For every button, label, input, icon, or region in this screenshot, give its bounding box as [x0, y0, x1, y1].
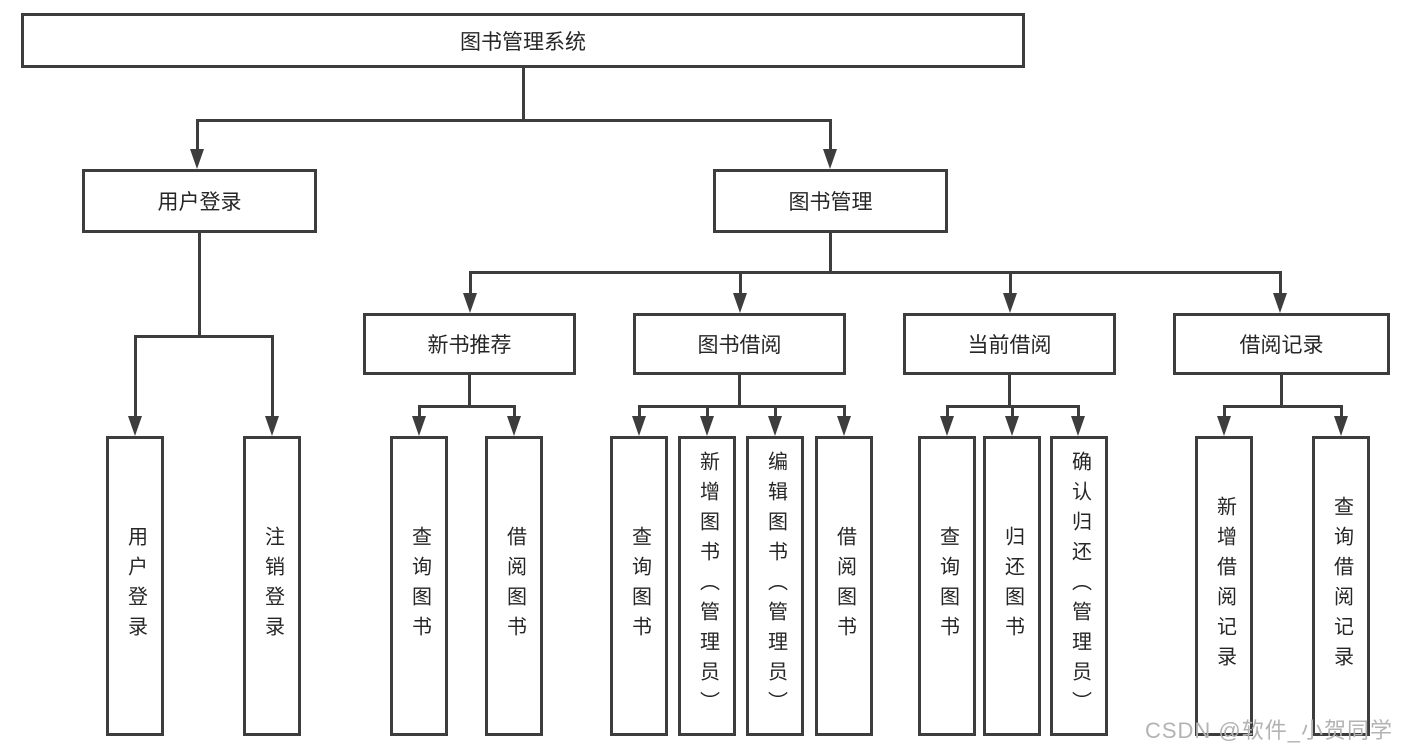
connector-line [418, 405, 421, 419]
arrow-down-icon [265, 416, 279, 436]
arrow-down-icon [1003, 293, 1017, 313]
leaf-borrow-books-1: 借阅图书 [485, 436, 543, 736]
arrow-down-icon [700, 416, 714, 436]
connector-line [469, 271, 1281, 274]
connector-line [418, 405, 515, 408]
connector-line [829, 119, 832, 153]
node-label: 图书借阅 [697, 334, 782, 357]
node-label: 用户登录 [157, 191, 242, 214]
leaf-query-books-1: 查询图书 [390, 436, 448, 736]
leaf-return-books: 归还图书 [983, 436, 1041, 736]
node-label: 图书管理系统 [460, 30, 586, 54]
arrow-down-icon [190, 149, 204, 169]
connector-line [198, 233, 201, 338]
arrow-down-icon [1334, 416, 1348, 436]
node-new-book-recommendation: 新书推荐 [363, 313, 576, 375]
node-label: 当前借阅 [967, 334, 1052, 357]
connector-line [1008, 375, 1011, 408]
connector-line [739, 271, 742, 295]
arrow-down-icon [1005, 416, 1019, 436]
connector-line [843, 405, 846, 419]
leaf-confirm-return-admin: 确认归还（管理员） [1050, 436, 1108, 736]
node-root-library-management-system: 图书管理系统 [21, 13, 1025, 68]
leaf-query-books-3: 查询图书 [918, 436, 976, 736]
node-label: 查询借阅记录 [1330, 496, 1353, 676]
leaf-add-book-admin: 新增图书（管理员） [678, 436, 736, 736]
node-user-login: 用户登录 [82, 169, 317, 233]
leaf-logout: 注销登录 [243, 436, 301, 736]
csdn-watermark: CSDN @软件_小贺同学 [1144, 718, 1393, 743]
connector-line [134, 335, 137, 419]
connector-line [1223, 405, 1226, 419]
arrow-down-icon [1273, 293, 1287, 313]
connector-line [1280, 375, 1283, 408]
connector-line [829, 233, 832, 271]
node-label: 新书推荐 [427, 334, 512, 357]
connector-line [196, 119, 832, 122]
node-label: 借阅图书 [503, 526, 526, 646]
connector-line [1279, 271, 1282, 295]
connector-line [468, 375, 471, 408]
leaf-add-borrow-record: 新增借阅记录 [1195, 436, 1253, 736]
node-book-borrowing: 图书借阅 [633, 313, 846, 375]
node-borrowing-records: 借阅记录 [1173, 313, 1390, 375]
node-book-management: 图书管理 [713, 169, 948, 233]
node-label: 借阅记录 [1239, 334, 1324, 357]
node-label: 编辑图书（管理员） [764, 451, 787, 721]
connector-line [1009, 271, 1012, 295]
node-label: 注销登录 [261, 526, 284, 646]
node-current-borrowing: 当前借阅 [903, 313, 1116, 375]
connector-line [1077, 405, 1080, 419]
connector-line [469, 271, 472, 295]
arrow-down-icon [412, 416, 426, 436]
arrow-down-icon [1217, 416, 1231, 436]
arrow-down-icon [733, 293, 747, 313]
arrow-down-icon [940, 416, 954, 436]
node-label: 确认归还（管理员） [1068, 451, 1091, 721]
leaf-borrow-books-2: 借阅图书 [815, 436, 873, 736]
arrow-down-icon [1071, 416, 1085, 436]
connector-line [196, 119, 199, 153]
arrow-down-icon [823, 149, 837, 169]
arrow-down-icon [463, 293, 477, 313]
node-label: 借阅图书 [833, 526, 856, 646]
node-label: 用户登录 [124, 526, 147, 646]
connector-line [774, 405, 777, 419]
leaf-query-borrow-record: 查询借阅记录 [1312, 436, 1370, 736]
connector-line [638, 405, 845, 408]
connector-line [706, 405, 709, 419]
arrow-down-icon [632, 416, 646, 436]
connector-line [946, 405, 949, 419]
leaf-query-books-2: 查询图书 [610, 436, 668, 736]
node-label: 查询图书 [628, 526, 651, 646]
connector-line [738, 375, 741, 408]
connector-line [513, 405, 516, 419]
node-label: 新增借阅记录 [1213, 496, 1236, 676]
node-label: 查询图书 [408, 526, 431, 646]
arrow-down-icon [768, 416, 782, 436]
node-label: 新增图书（管理员） [696, 451, 719, 721]
leaf-user-login: 用户登录 [106, 436, 164, 736]
connector-line [271, 335, 274, 419]
node-label: 归还图书 [1001, 526, 1024, 646]
connector-line [638, 405, 641, 419]
connector-line [134, 335, 273, 338]
connector-line [522, 68, 525, 119]
node-label: 图书管理 [788, 191, 873, 214]
arrow-down-icon [507, 416, 521, 436]
connector-line [1011, 405, 1014, 419]
connector-line [1223, 405, 1342, 408]
arrow-down-icon [837, 416, 851, 436]
connector-line [1340, 405, 1343, 419]
arrow-down-icon [128, 416, 142, 436]
node-label: 查询图书 [936, 526, 959, 646]
leaf-edit-book-admin: 编辑图书（管理员） [746, 436, 804, 736]
